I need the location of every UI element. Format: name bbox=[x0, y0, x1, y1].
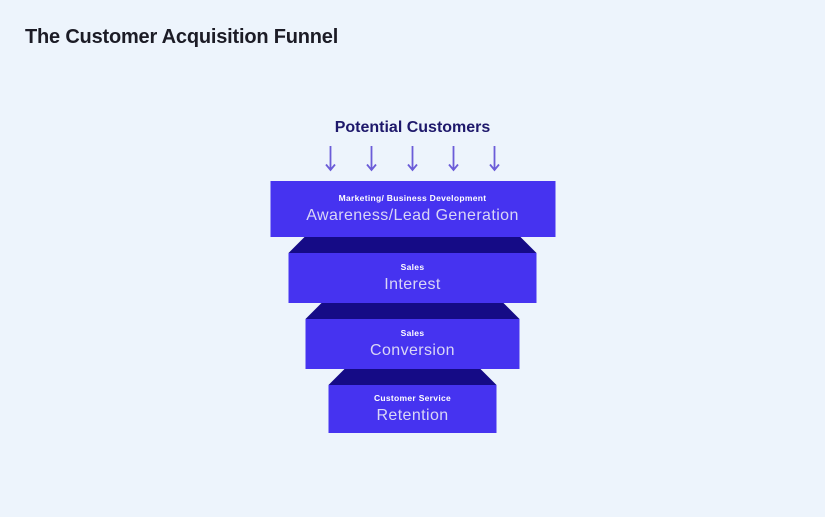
funnel-heading: Potential Customers bbox=[334, 119, 491, 136]
stage-label: Awareness/Lead Generation bbox=[306, 207, 519, 224]
stage-department-label: Customer Service bbox=[373, 393, 452, 403]
down-arrow-icon bbox=[407, 146, 418, 172]
funnel-stage-top-face bbox=[329, 369, 497, 385]
down-arrow-icon bbox=[325, 146, 336, 172]
page-title: The Customer Acquisition Funnel bbox=[25, 26, 339, 48]
stage-label: Retention bbox=[376, 407, 449, 424]
stage-label: Conversion bbox=[370, 342, 455, 359]
funnel-diagram: Potential Customers Marketing/ Business … bbox=[270, 118, 555, 433]
arrow-row bbox=[325, 145, 501, 173]
funnel-stage-top-face bbox=[289, 237, 537, 253]
stage-label: Interest bbox=[384, 276, 441, 293]
down-arrow-icon bbox=[489, 146, 500, 172]
stage-department-label: Sales bbox=[400, 262, 425, 272]
stage-department-label: Marketing/ Business Development bbox=[338, 193, 487, 203]
funnel-stage-top-face bbox=[306, 303, 520, 319]
stage-department-label: Sales bbox=[400, 328, 425, 338]
down-arrow-icon bbox=[448, 146, 459, 172]
down-arrow-icon bbox=[366, 146, 377, 172]
